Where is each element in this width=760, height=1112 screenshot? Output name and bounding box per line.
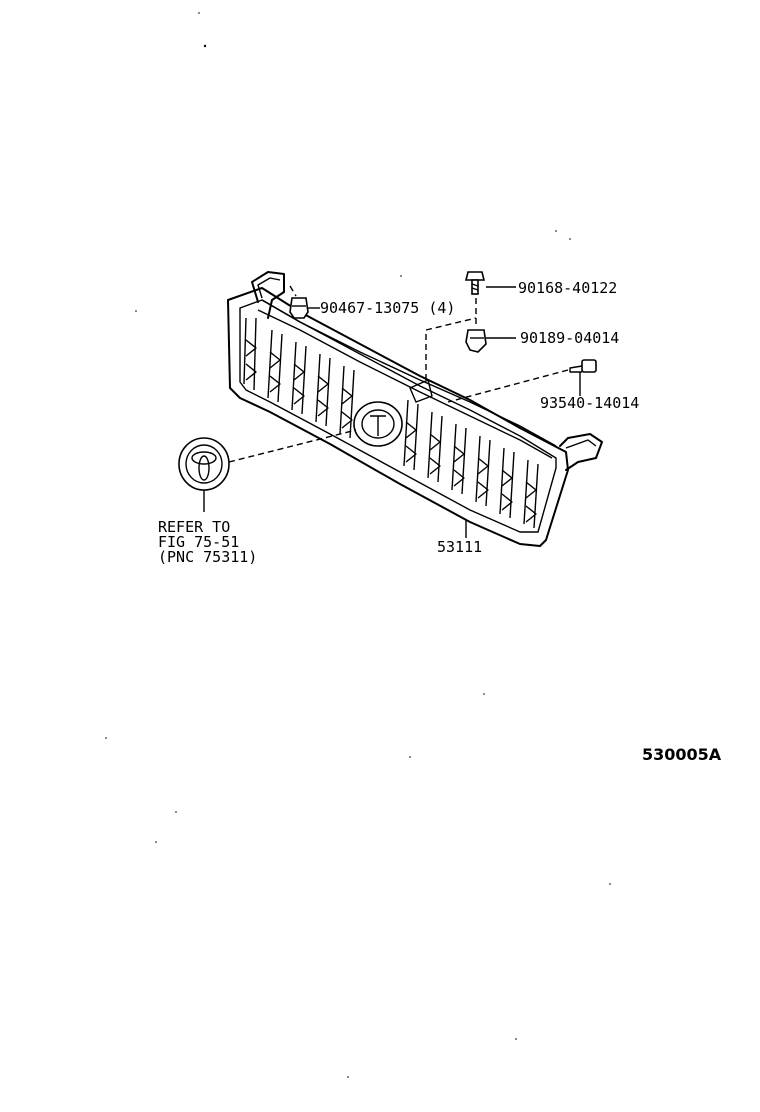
bolt-icon xyxy=(464,271,486,295)
emblem-reference-line3: (PNC 75311) xyxy=(158,548,257,566)
radiator-grille-icon xyxy=(227,271,603,547)
bolt-part-number: 90168-40122 xyxy=(518,279,617,297)
emblem-reference-line2: FIG 75-51 xyxy=(158,533,239,551)
clip-dash xyxy=(289,285,297,297)
clip-icon xyxy=(289,297,309,319)
bolt-nut-dash xyxy=(425,298,477,380)
nut-icon xyxy=(465,329,487,353)
toyota-emblem-icon xyxy=(178,437,230,512)
emblem-leader xyxy=(228,429,357,463)
screw-dash xyxy=(447,369,569,403)
clip-part-number: 90467-13075 (4) xyxy=(320,299,455,317)
emblem-reference-line1: REFER TO xyxy=(158,518,230,536)
scan-dots xyxy=(105,12,611,1078)
grille-part-number: 53111 xyxy=(437,538,482,556)
screw-icon xyxy=(569,359,597,373)
nut-part-number: 90189-04014 xyxy=(520,329,619,347)
figure-code: 530005A xyxy=(642,745,722,764)
screw-part-number: 93540-14014 xyxy=(540,394,639,412)
